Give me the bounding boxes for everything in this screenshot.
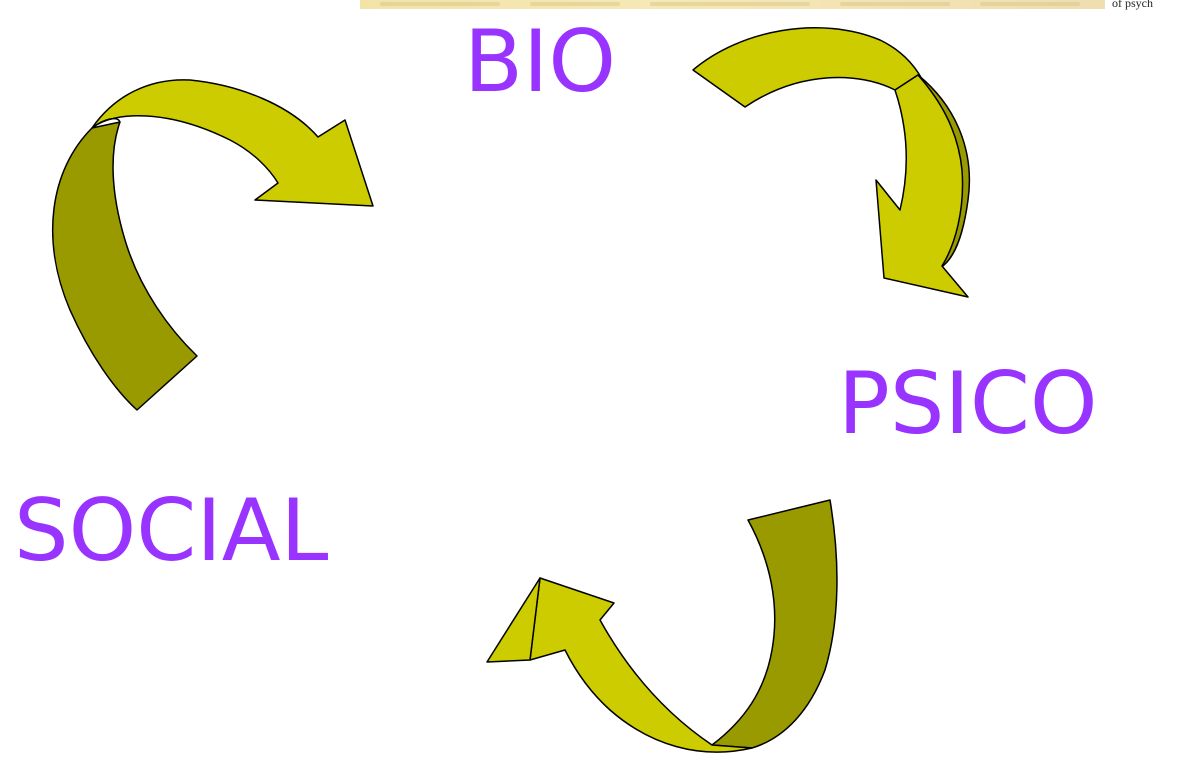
node-label-social: SOCIAL — [14, 481, 329, 581]
node-label-bio: BIO — [464, 12, 616, 112]
curved-arrow-icon — [692, 27, 971, 298]
curved-arrow-icon — [486, 499, 838, 753]
curved-arrow-icon — [51, 79, 374, 411]
cropped-header-strip — [360, 0, 1105, 9]
node-label-psico: PSICO — [838, 354, 1098, 454]
cropped-header-text: of psych — [1112, 0, 1153, 10]
